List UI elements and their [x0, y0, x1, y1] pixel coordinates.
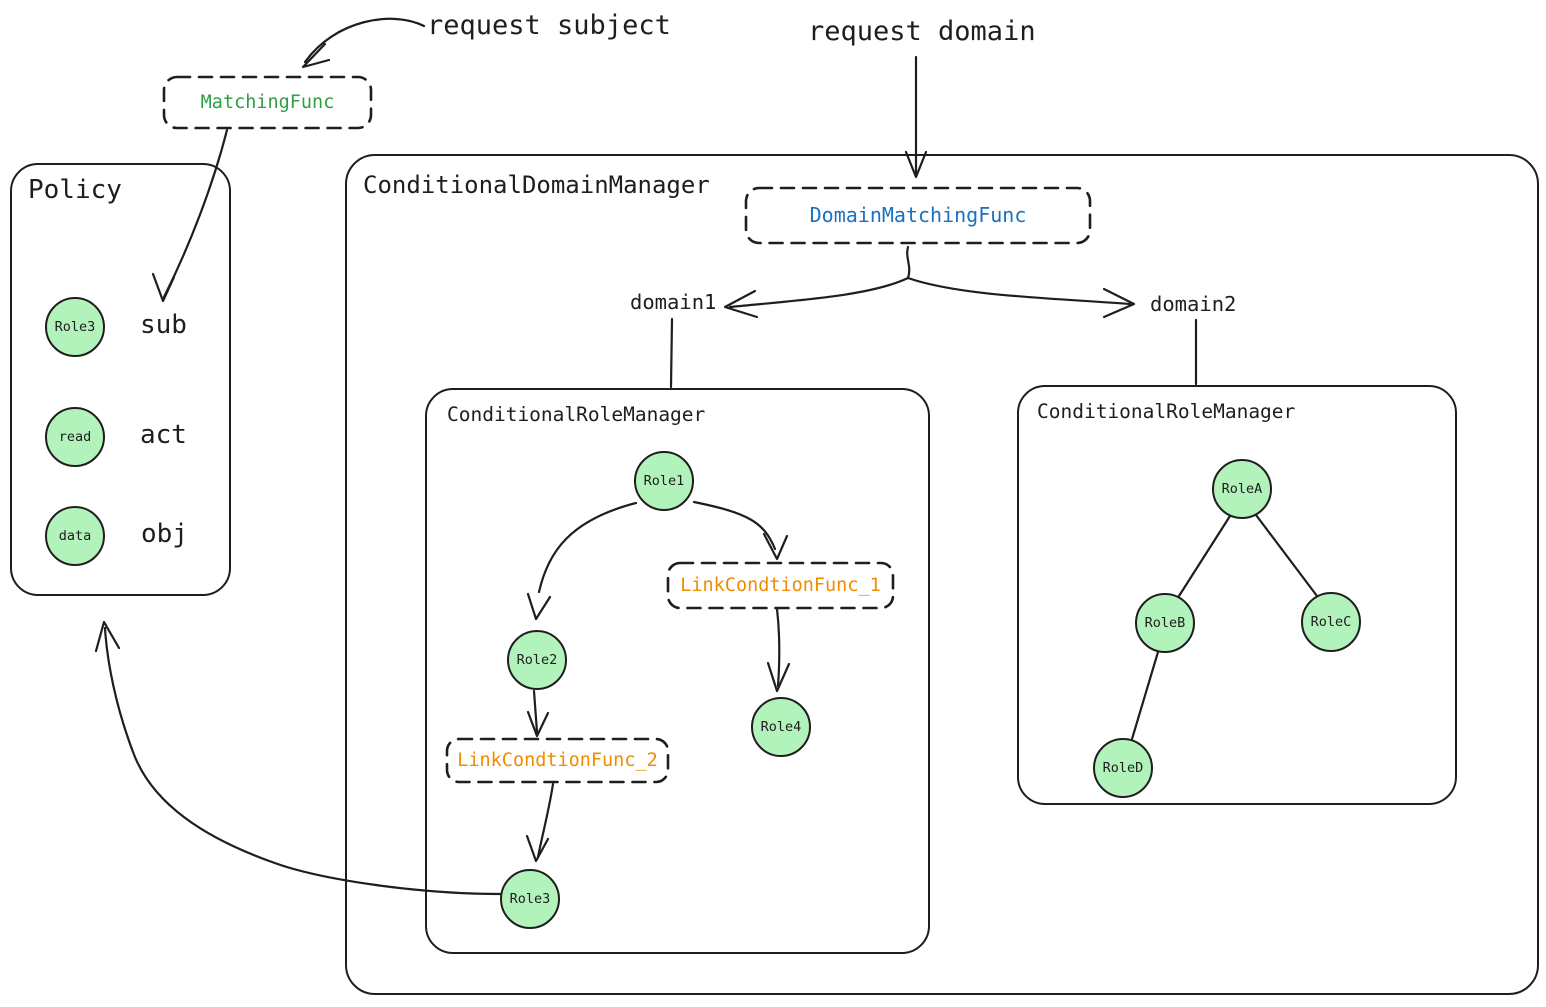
policy-node-obj-label: data [58, 528, 92, 544]
node-roleB: RoleB [1135, 593, 1195, 653]
policy-node-act-label: read [58, 429, 92, 445]
link-condition-func-1-label: LinkCondtionFunc_1 [680, 574, 881, 596]
arrowhead-policy [94, 620, 121, 653]
policy-node-sub: Role3 [45, 297, 105, 357]
policy-field-sub: sub [140, 310, 187, 340]
matching-func-box [162, 75, 373, 130]
arrowhead-role3 [525, 834, 550, 863]
arrow-lcf1-to-role4 [775, 607, 781, 688]
arrow-fork-to-domain1 [728, 276, 910, 309]
node-role2: Role2 [507, 630, 567, 690]
matching-func: MatchingFunc [164, 77, 371, 128]
node-roleA-label: RoleA [1221, 481, 1263, 497]
domain-matching-func-box [744, 186, 1092, 245]
domain1-label: domain1 [630, 290, 717, 314]
node-role3: Role3 [500, 869, 560, 929]
link-condition-func-1: LinkCondtionFunc_1 [668, 563, 893, 608]
arrowhead-role2 [526, 592, 552, 621]
node-roleD: RoleD [1093, 738, 1153, 798]
line-roleA-to-roleC [1254, 513, 1319, 598]
request-subject-label: request subject [427, 10, 671, 41]
conditional-domain-manager-title: ConditionalDomainManager [363, 171, 710, 199]
node-roleB-label: RoleB [1144, 615, 1186, 631]
arrowhead-lcf1 [762, 532, 789, 561]
node-roleC: RoleC [1301, 592, 1361, 652]
arrow-request-subject-to-matching-func [303, 17, 426, 64]
link-condition-func-2: LinkCondtionFunc_2 [447, 739, 668, 782]
link-condition-func-1-box [666, 561, 895, 610]
node-role4-label: Role4 [760, 719, 802, 735]
arrow-lcf2-to-role3 [536, 782, 555, 859]
node-roleA: RoleA [1212, 459, 1272, 519]
policy-node-obj: data [45, 506, 105, 566]
policy-node-sub-label: Role3 [54, 319, 96, 335]
domain-matching-func: DomainMatchingFunc [746, 188, 1090, 243]
policy-title: Policy [28, 175, 122, 205]
node-role2-label: Role2 [516, 652, 558, 668]
arrowhead-domain1 [723, 289, 759, 319]
domain-matching-func-label: DomainMatchingFunc [809, 203, 1027, 227]
link-condition-func-2-box [445, 737, 670, 784]
matching-func-label: MatchingFunc [200, 91, 335, 113]
arrowhead-request-subject [301, 42, 331, 69]
request-domain-label: request domain [808, 16, 1036, 47]
line-roleA-to-roleB [1177, 514, 1232, 598]
node-role3-label: Role3 [509, 891, 551, 907]
line-domain1-to-rolemanager [669, 317, 674, 389]
arrow-role2-to-lcf2 [532, 689, 539, 734]
policy-field-act: act [140, 420, 187, 450]
domain2-label: domain2 [1150, 292, 1237, 316]
arrowhead-lcf2 [526, 710, 550, 738]
arrowhead-domain2 [1102, 287, 1136, 319]
arrow-role1-to-role2 [537, 501, 638, 594]
policy-box [10, 163, 231, 596]
policy-node-act: read [45, 407, 105, 467]
arrowhead-matching-func-to-sub [151, 272, 176, 303]
role-manager-domain1-title: ConditionalRoleManager [447, 403, 706, 426]
node-role4: Role4 [751, 697, 811, 757]
node-roleD-label: RoleD [1102, 760, 1144, 776]
node-role1: Role1 [634, 451, 694, 511]
node-role1-label: Role1 [643, 473, 685, 489]
line-roleB-to-roleD [1130, 650, 1160, 741]
role-manager-domain1-box [425, 388, 930, 954]
arrow-role1-to-lcf1 [692, 500, 777, 551]
link-condition-func-2-label: LinkCondtionFunc_2 [457, 749, 658, 771]
node-roleC-label: RoleC [1310, 614, 1352, 630]
arrowhead-request-domain [904, 150, 928, 179]
policy-field-obj: obj [141, 519, 188, 549]
arrow-role3-to-policy [103, 626, 502, 896]
arrow-fork-to-domain2 [906, 276, 1132, 306]
arrowhead-role4 [766, 661, 791, 693]
conditional-domain-manager-box [345, 154, 1539, 995]
role-manager-domain2-box [1017, 385, 1457, 805]
fork-stem [906, 245, 911, 280]
role-manager-domain2-title: ConditionalRoleManager [1037, 400, 1296, 423]
